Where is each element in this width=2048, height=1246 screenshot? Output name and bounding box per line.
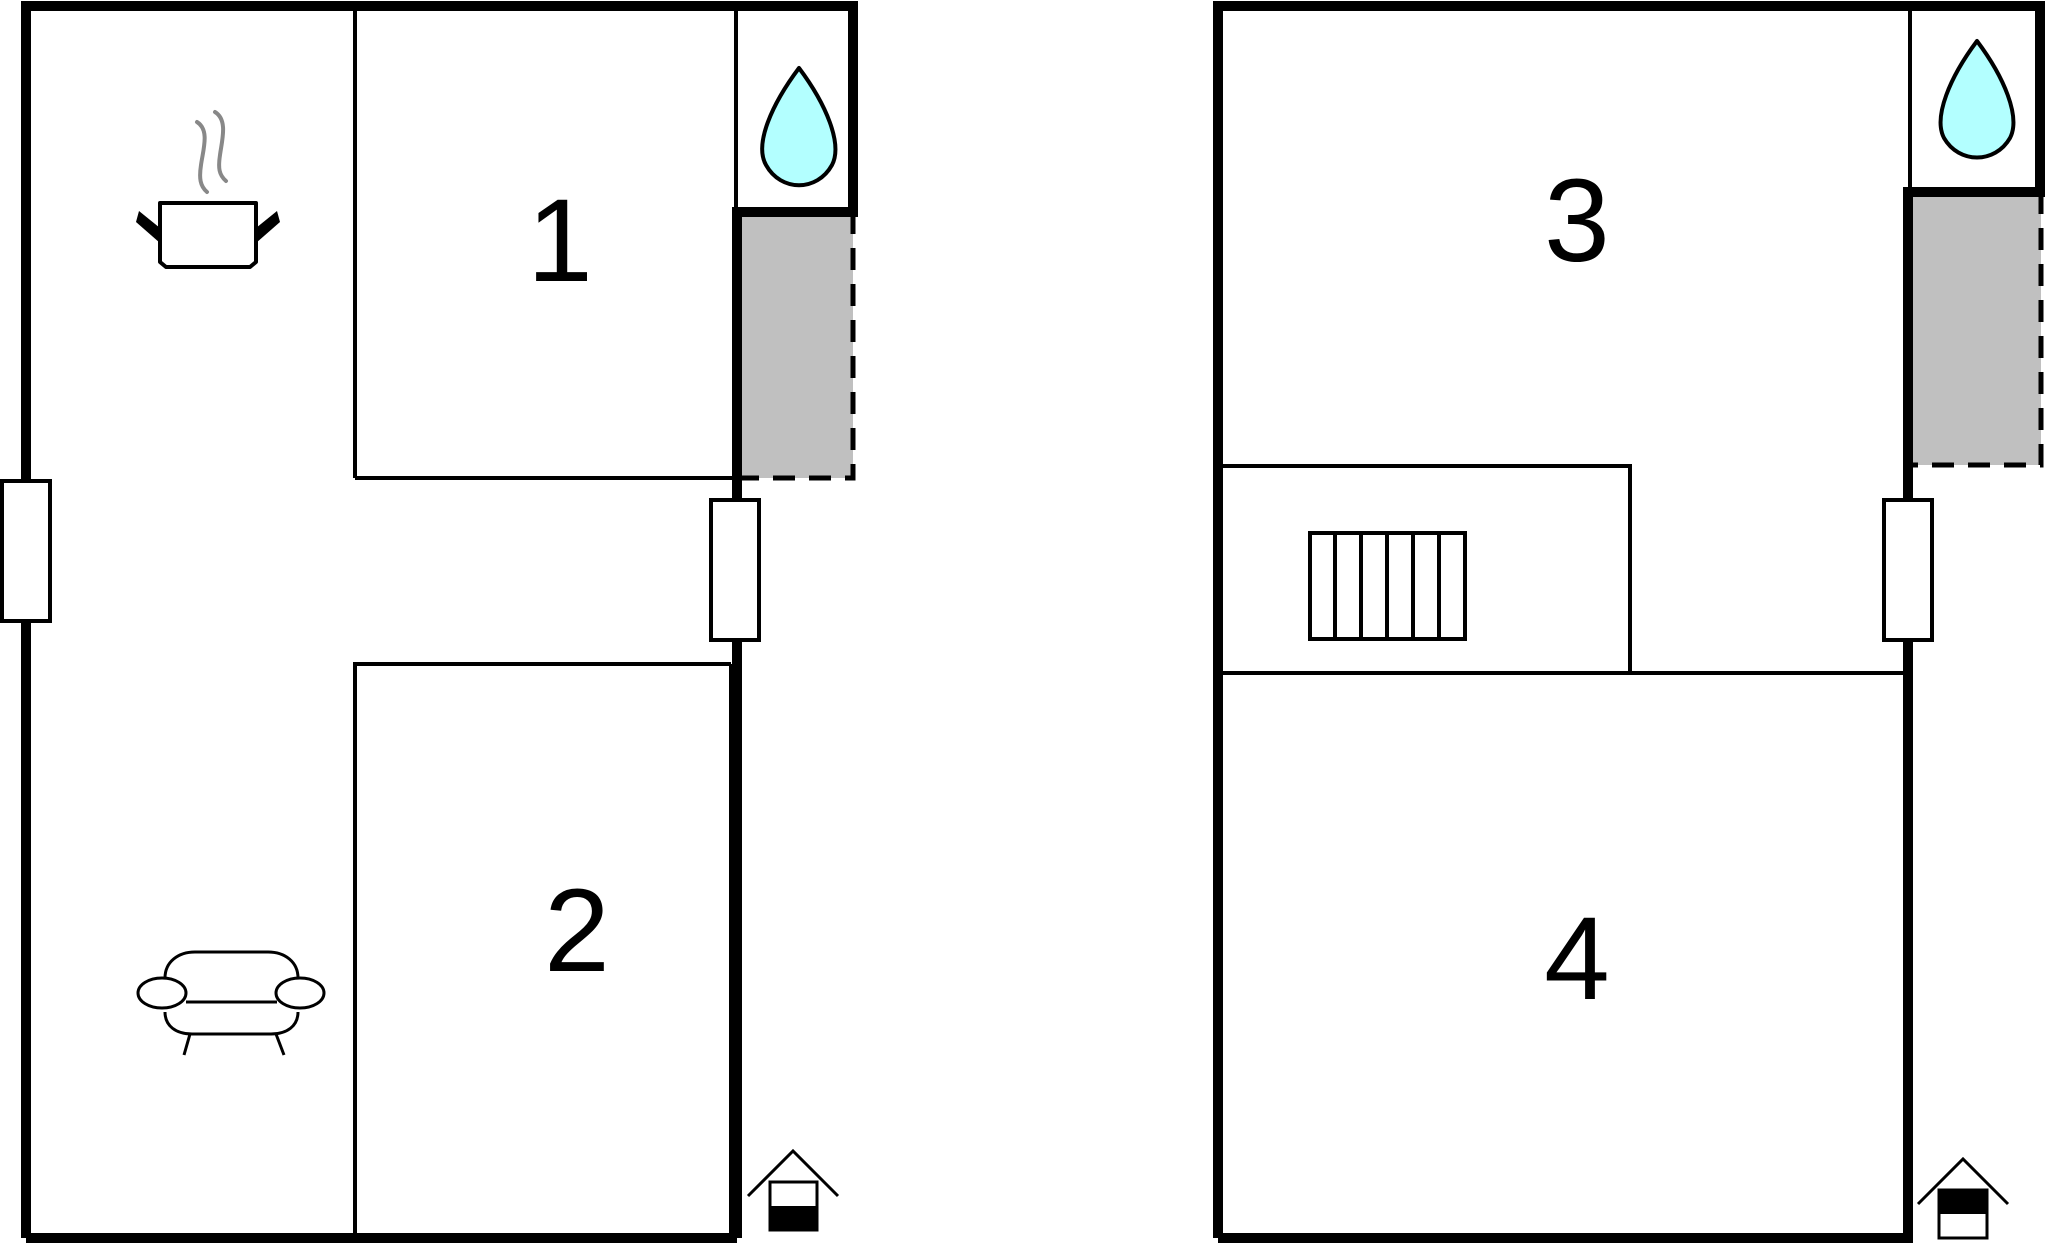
room-label: 2 <box>544 865 610 997</box>
interior-walls <box>1222 6 1912 675</box>
outer-walls <box>1213 1 2045 1243</box>
window <box>1882 498 1934 642</box>
water-drop-icon <box>1938 39 2016 160</box>
room-label: 1 <box>527 175 593 307</box>
ground-floor: 1 2 <box>0 1 858 1243</box>
sofa-icon <box>136 950 326 1056</box>
interior-walls <box>353 6 738 1238</box>
floor-indicator-ground-icon <box>746 1148 840 1232</box>
balcony-area <box>737 212 856 481</box>
upper-floor: 3 4 <box>1213 1 2045 1243</box>
balcony-area <box>1908 192 2044 468</box>
floor-indicator-upper-icon <box>1916 1156 2010 1240</box>
window <box>709 498 761 642</box>
staircase-icon <box>1308 531 1467 641</box>
room-label: 3 <box>1544 155 1610 287</box>
kitchen-pot-icon <box>136 110 280 269</box>
water-drop-icon <box>760 66 838 188</box>
room-label: 4 <box>1544 893 1610 1025</box>
window <box>0 479 52 623</box>
